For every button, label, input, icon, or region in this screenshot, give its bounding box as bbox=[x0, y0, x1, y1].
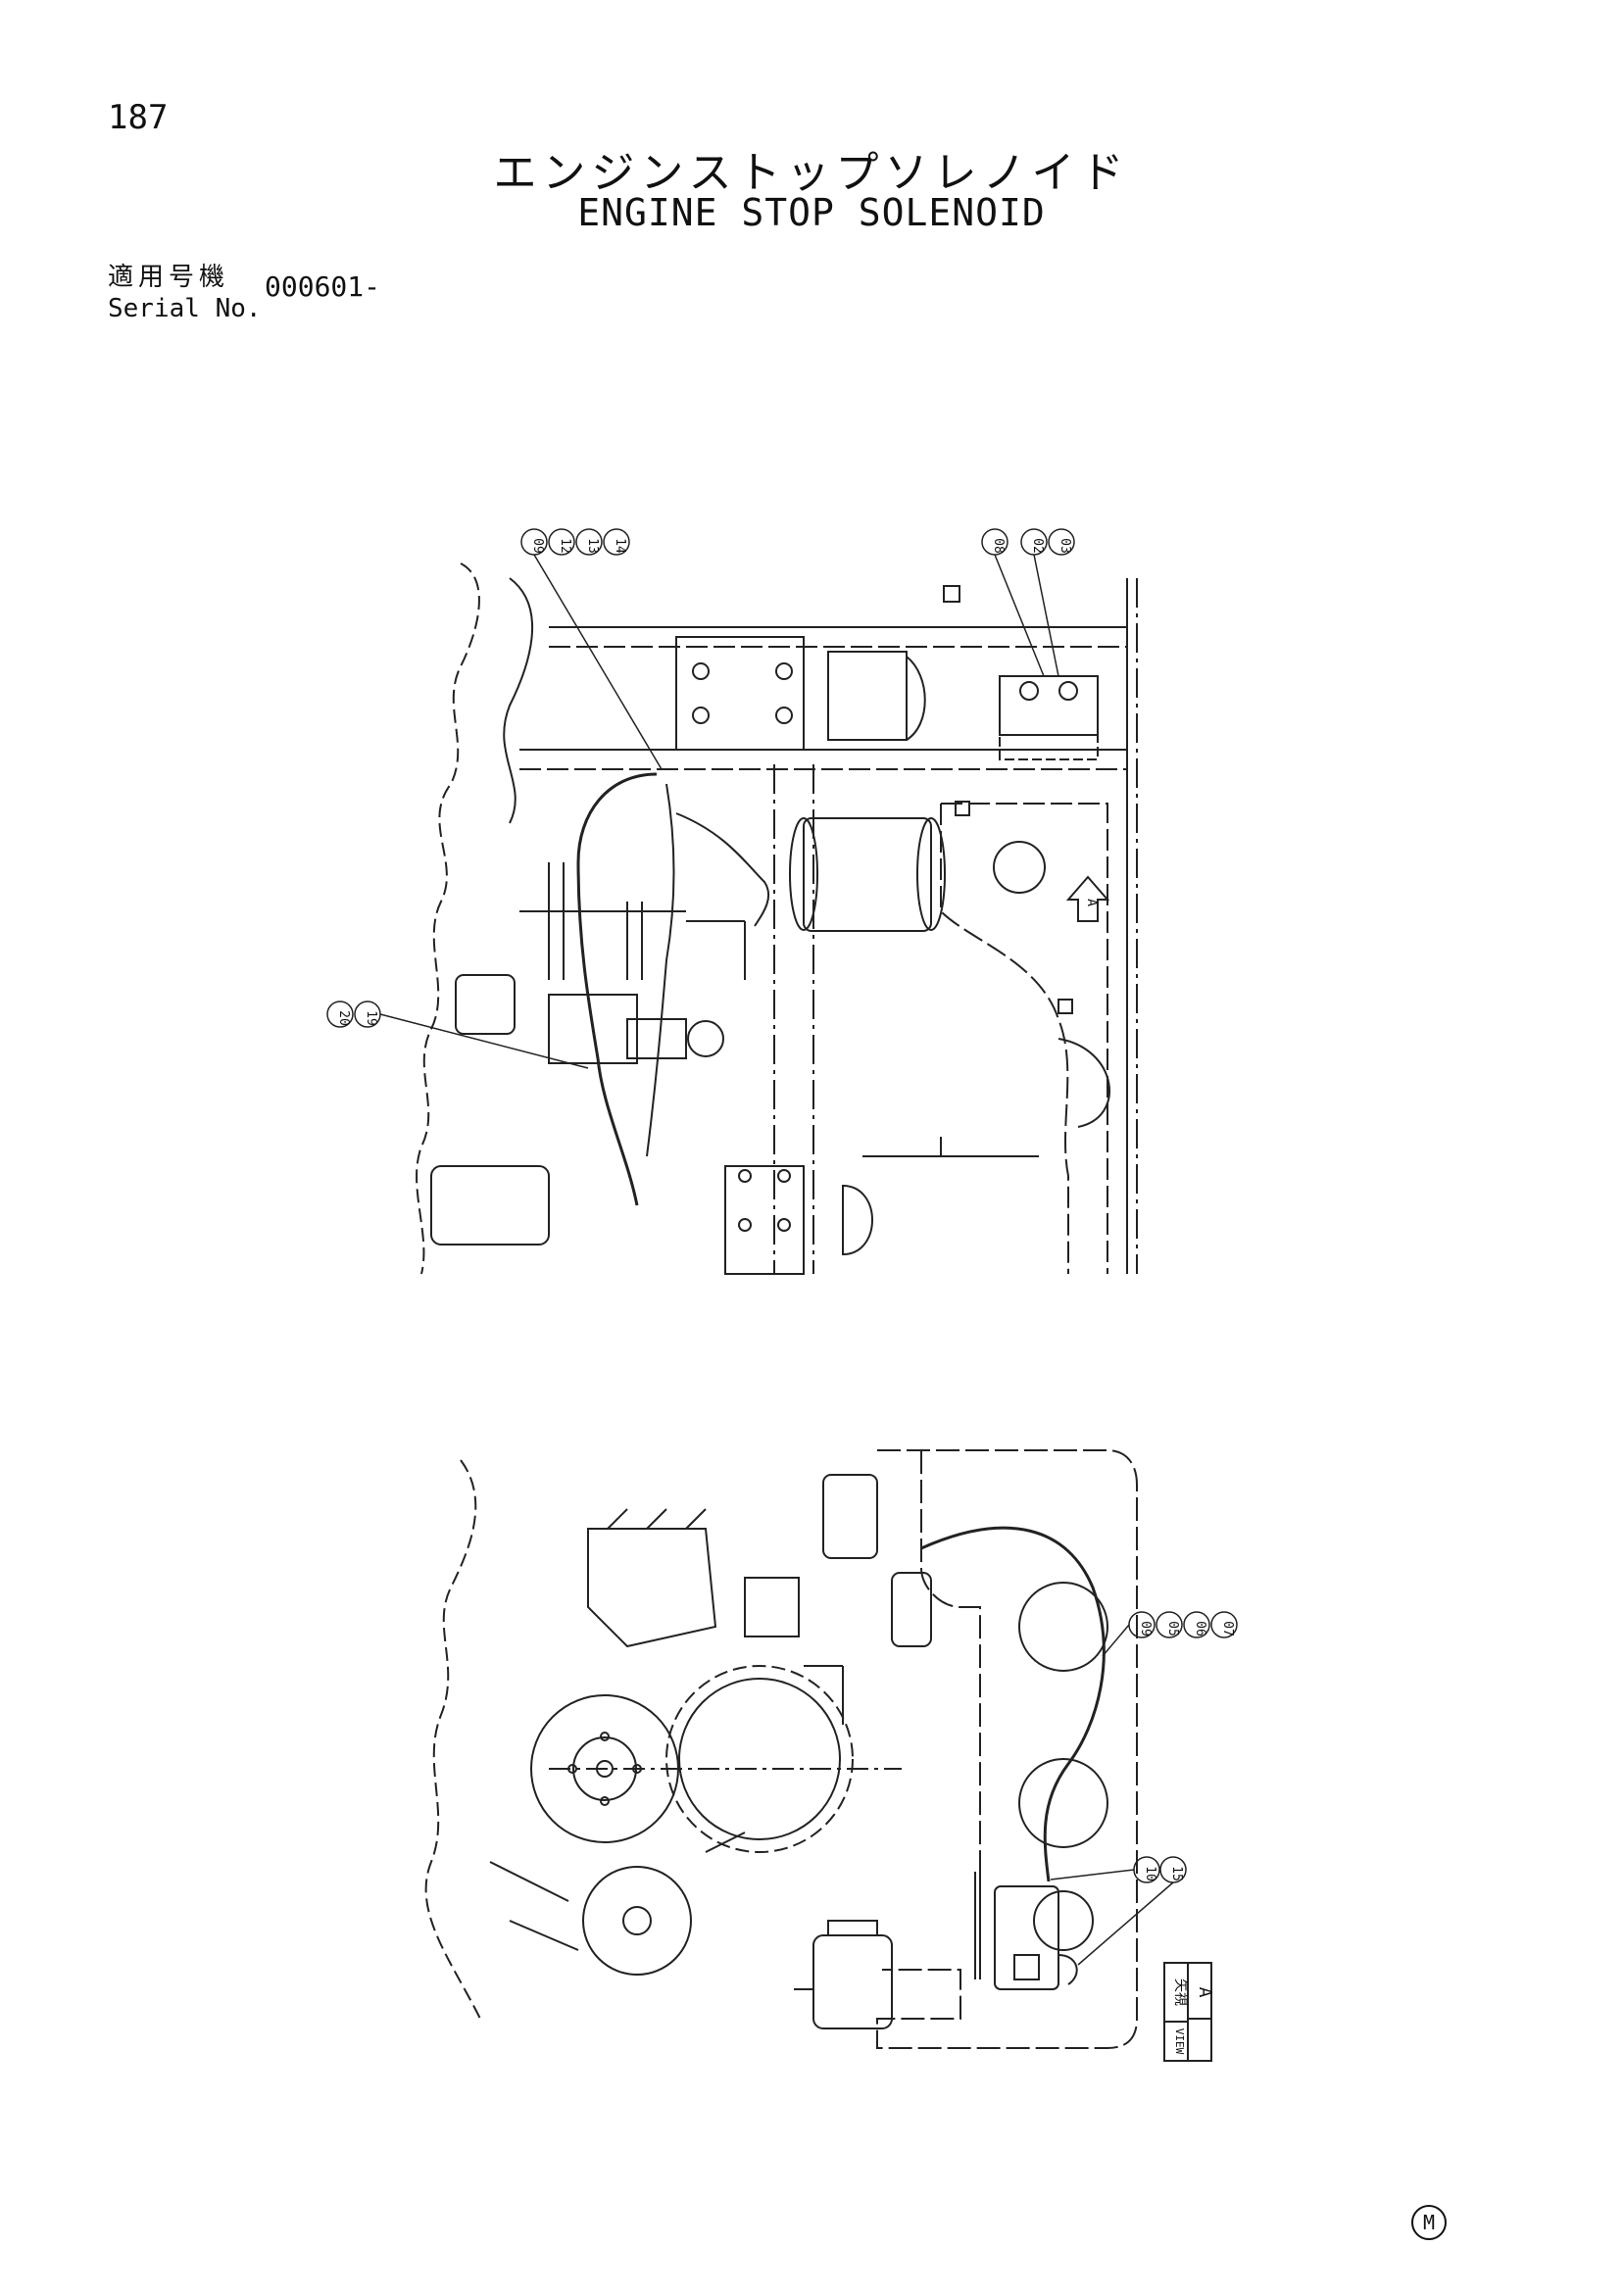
callout-number: 20 bbox=[336, 1010, 351, 1026]
bottom-callouts-solenoid bbox=[1050, 1856, 1187, 1966]
callout-number: 14 bbox=[613, 538, 627, 554]
callout-number: 09 bbox=[1138, 1621, 1153, 1637]
manufacturer-mark: M bbox=[1411, 2205, 1447, 2240]
callout-number: 03 bbox=[1057, 538, 1072, 554]
callout-number: 12 bbox=[558, 538, 572, 554]
view-label-english: VIEW bbox=[1173, 2028, 1186, 2055]
top-callouts-c bbox=[326, 1001, 589, 1069]
view-arrow-label: A bbox=[1084, 899, 1099, 906]
callout-number: 19 bbox=[364, 1010, 378, 1026]
serial-label-japanese: 適用号機 bbox=[108, 263, 230, 292]
callout-number: 09 bbox=[530, 538, 545, 554]
callout-number: 02 bbox=[1030, 538, 1045, 554]
callout-number: 13 bbox=[585, 538, 600, 554]
top-callouts-b bbox=[981, 528, 1075, 677]
callout-number: 07 bbox=[1220, 1621, 1235, 1637]
callout-number: 08 bbox=[991, 538, 1006, 554]
view-label-japanese: 矢視 bbox=[1172, 1978, 1188, 2006]
callout-number: 06 bbox=[1193, 1621, 1207, 1637]
callout-number: 15 bbox=[1169, 1866, 1184, 1881]
bottom-view-drawing bbox=[424, 1449, 1138, 2049]
callout-number: 05 bbox=[1165, 1621, 1180, 1637]
top-view-drawing bbox=[416, 562, 1138, 1275]
callout-number: 10 bbox=[1143, 1866, 1157, 1881]
page-title-japanese: エンジンストップソレノイド bbox=[493, 148, 1130, 198]
bottom-callouts-cable bbox=[1102, 1611, 1238, 1657]
serial-label-english: Serial No. bbox=[108, 294, 262, 323]
page-title-english: ENGINE STOP SOLENOID bbox=[577, 191, 1046, 234]
serial-number-value: 000601- bbox=[265, 270, 381, 303]
top-callouts-a bbox=[520, 528, 663, 770]
page-number: 187 bbox=[108, 98, 169, 137]
view-label-box bbox=[1163, 1962, 1212, 2062]
view-label-letter: A bbox=[1195, 1987, 1215, 1998]
